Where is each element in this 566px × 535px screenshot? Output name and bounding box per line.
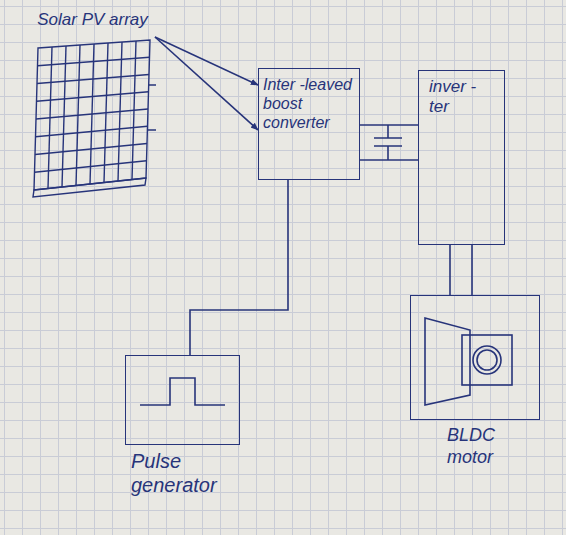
panel-cell-line bbox=[132, 41, 136, 180]
node-label: Solar PV array bbox=[30, 10, 155, 30]
solar-panel-drawing bbox=[33, 40, 156, 197]
panel-cell-line bbox=[118, 42, 122, 181]
motor-shaft-inner bbox=[477, 350, 497, 370]
housing-outline bbox=[410, 295, 540, 420]
pulse-symbol bbox=[140, 378, 225, 405]
panel-cell-line bbox=[36, 126, 148, 137]
node-label: Inter -leaved boost converter bbox=[263, 75, 354, 133]
pulse-waveform bbox=[140, 378, 225, 405]
panel-cell-line bbox=[35, 161, 147, 173]
panel-cells bbox=[35, 41, 150, 189]
motor-end-plate bbox=[462, 335, 512, 385]
panel-lead bbox=[148, 85, 156, 130]
panel-cell-line bbox=[104, 43, 108, 183]
connector bbox=[190, 180, 288, 355]
panel-frame bbox=[34, 40, 150, 190]
capacitor-symbol bbox=[374, 125, 402, 160]
connector bbox=[360, 124, 418, 126]
inverter-box: inver -ter bbox=[418, 70, 505, 245]
motor-node: BLDC motor bbox=[405, 295, 545, 475]
node-label: Pulse generator bbox=[131, 449, 243, 497]
capacitor-lead bbox=[387, 125, 389, 160]
connector bbox=[360, 159, 418, 161]
housing-outline bbox=[125, 355, 240, 445]
converter-box: Inter -leaved boost converter bbox=[258, 68, 360, 180]
motor-shaft bbox=[473, 346, 501, 374]
connector bbox=[155, 37, 258, 85]
node-label: inver -ter bbox=[429, 77, 481, 118]
panel-cell-line bbox=[35, 144, 147, 155]
capacitor-plate bbox=[374, 138, 402, 146]
connector bbox=[471, 245, 473, 295]
node-label: BLDC motor bbox=[447, 425, 521, 468]
pulse-generator-node: Pulse generator bbox=[125, 355, 240, 503]
motor-drawing bbox=[425, 318, 512, 405]
pv-array-node: Solar PV array bbox=[30, 8, 155, 37]
panel-cell-line bbox=[36, 109, 148, 119]
motor-body bbox=[425, 318, 470, 405]
connector bbox=[449, 245, 451, 295]
connector bbox=[155, 37, 258, 130]
